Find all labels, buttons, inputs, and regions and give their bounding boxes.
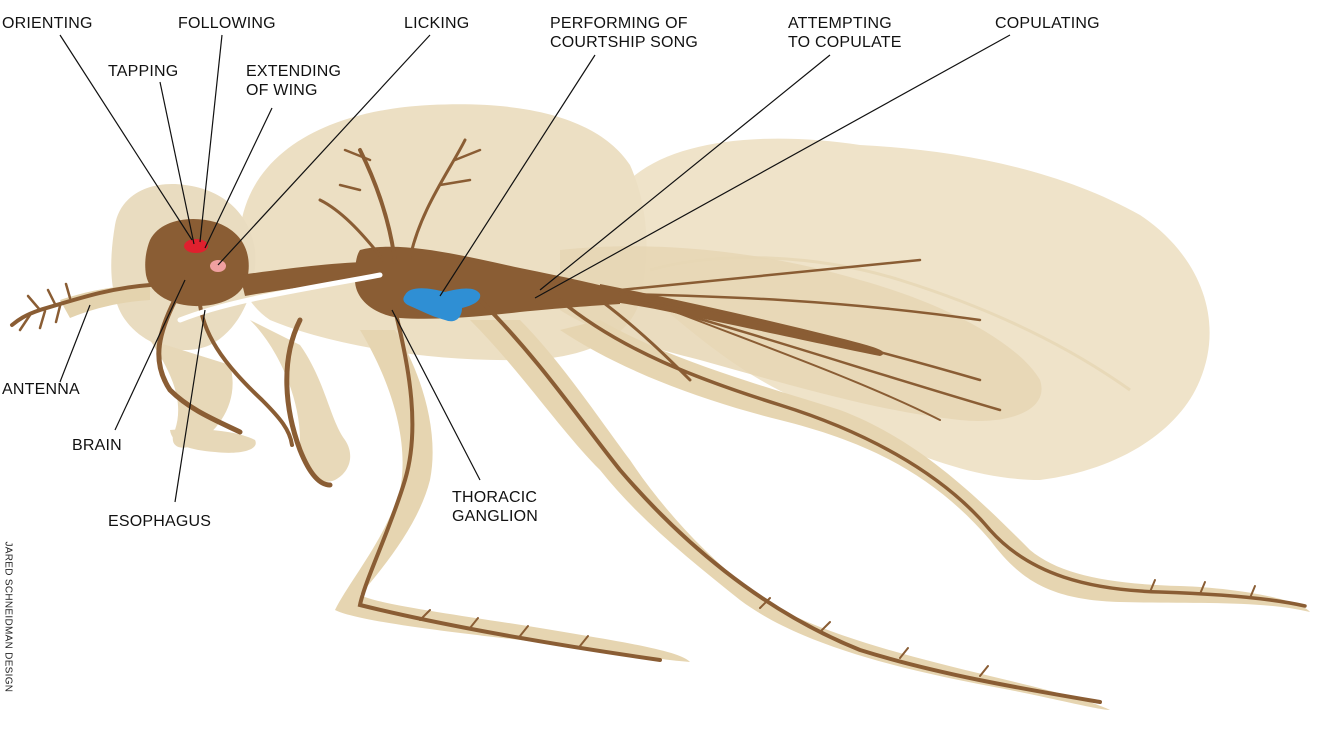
label-esophagus: ESOPHAGUS <box>108 512 211 531</box>
label-antenna: ANTENNA <box>2 380 80 399</box>
label-copulating: COPULATING <box>995 14 1100 33</box>
label-brain: BRAIN <box>72 436 122 455</box>
label-licking: LICKING <box>404 14 469 33</box>
label-following: FOLLOWING <box>178 14 276 33</box>
illustrator-credit: JARED SCHNEIDMAN DESIGN <box>3 542 14 682</box>
label-orienting: ORIENTING <box>2 14 93 33</box>
orienting-region <box>184 239 208 253</box>
brain <box>145 219 249 306</box>
label-tapping: TAPPING <box>108 62 178 81</box>
licking-region <box>210 260 226 272</box>
